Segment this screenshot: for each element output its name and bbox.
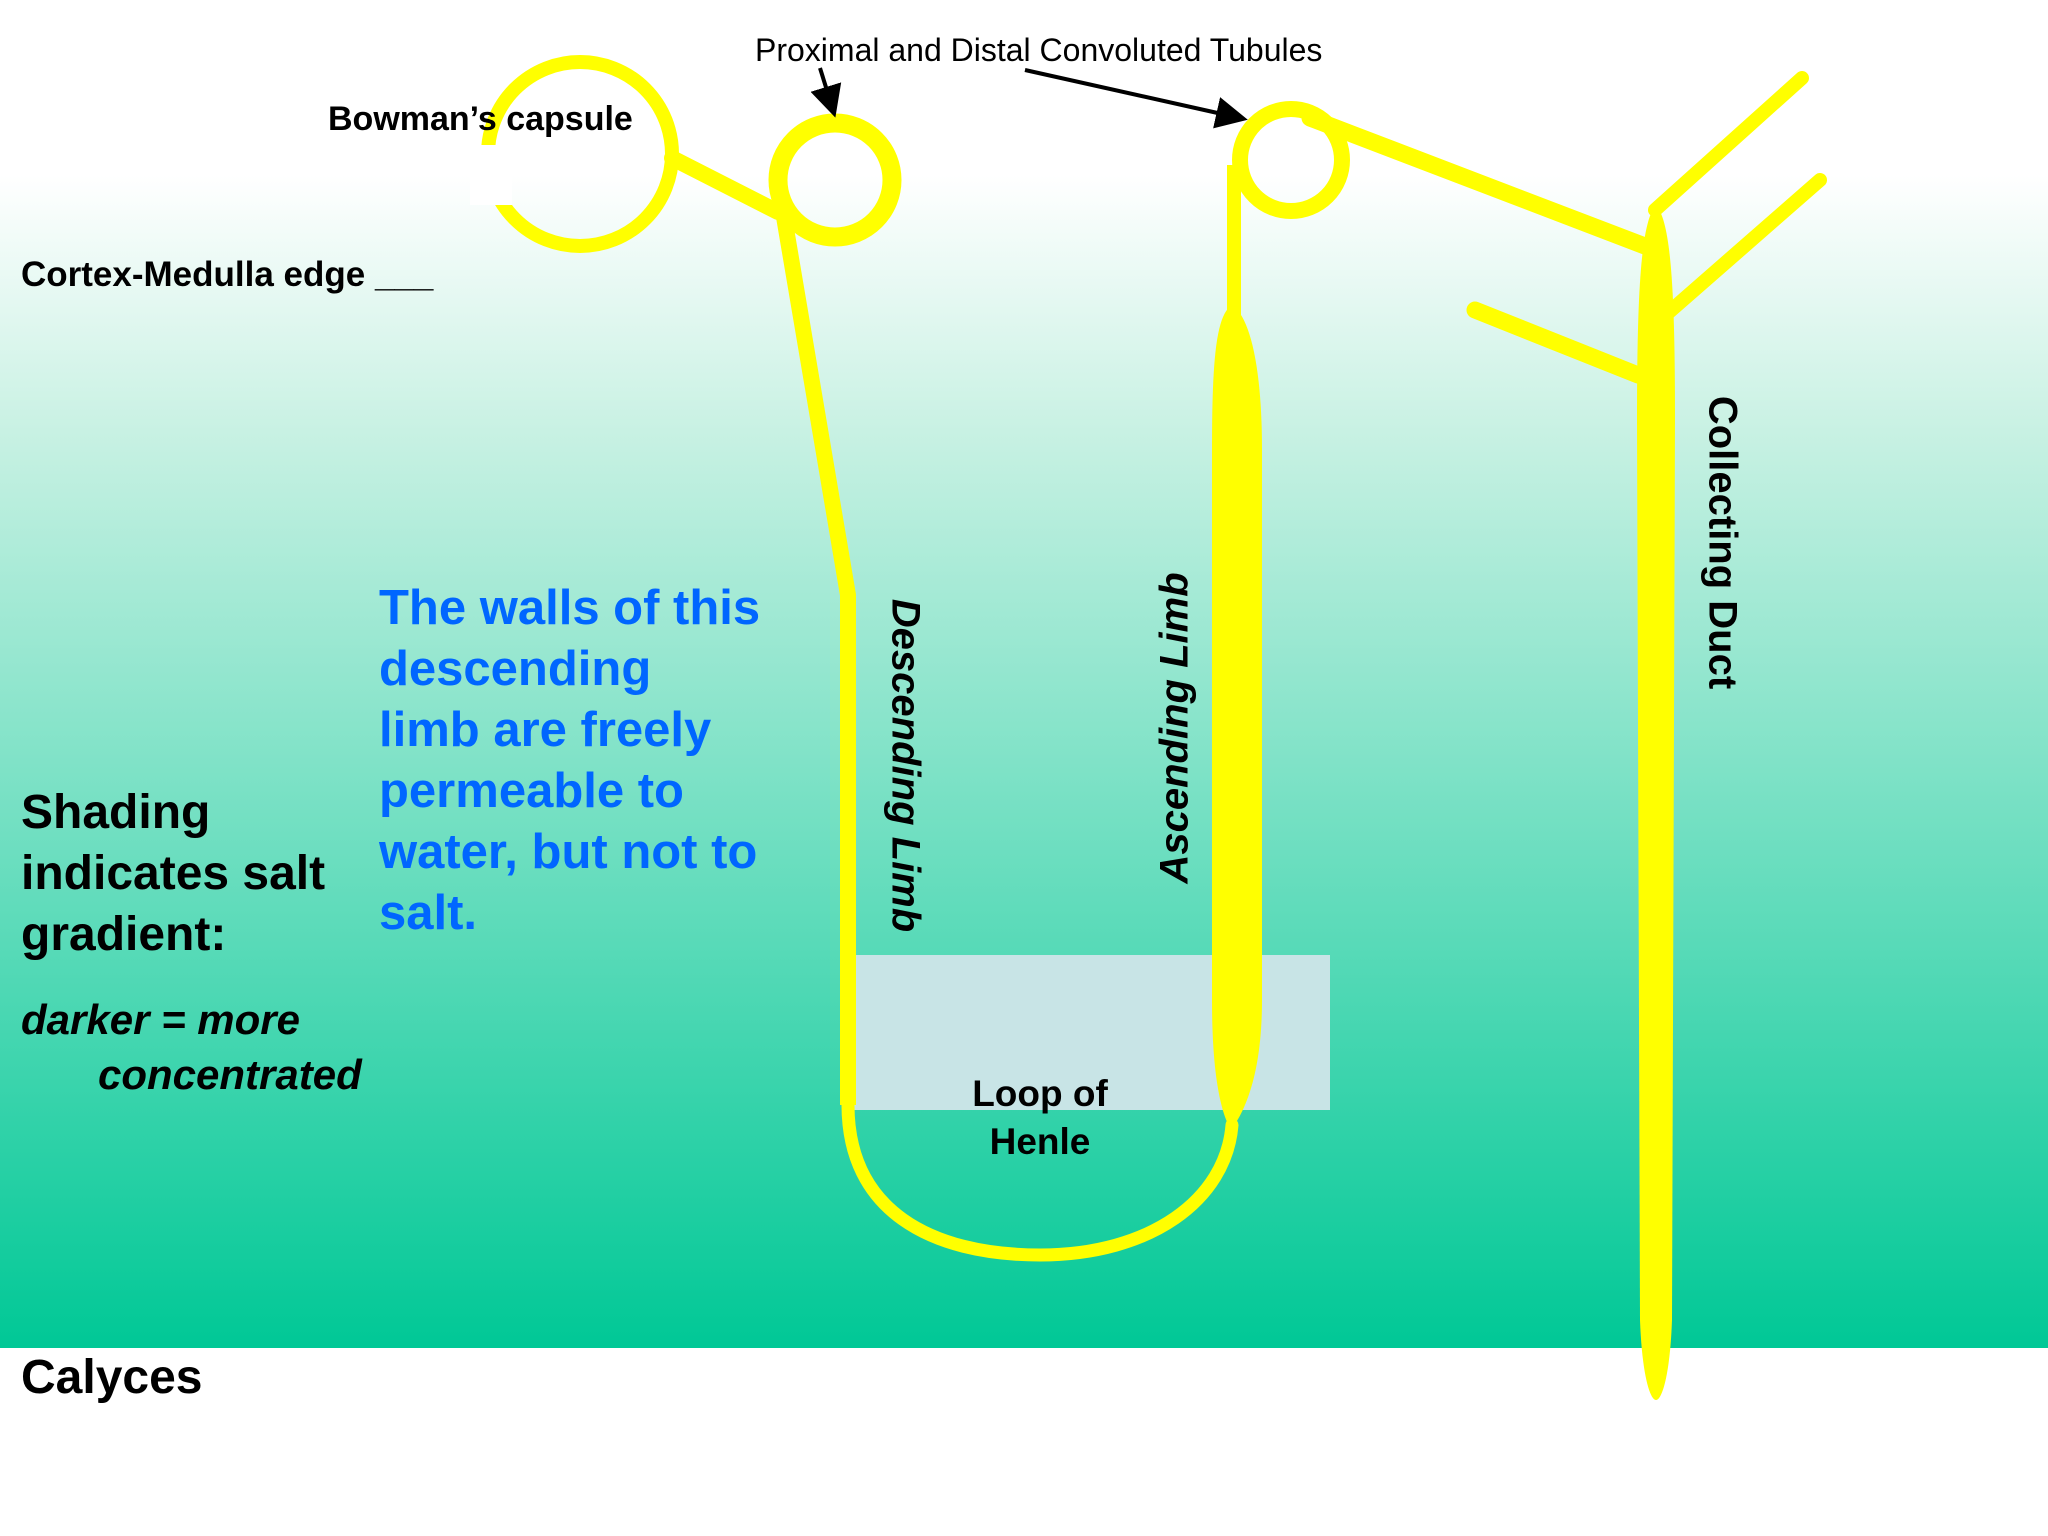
collecting-duct-label: Collecting Duct	[1700, 395, 1745, 690]
loop-of-henle-line: Loop of	[972, 1073, 1108, 1114]
legend-title-line: Shading	[21, 786, 211, 839]
bowmans-capsule-label: Bowman’s capsule	[328, 100, 633, 138]
capsule-gap	[470, 145, 512, 205]
distal-connector	[1301, 109, 1659, 257]
legend-title-line: gradient:	[21, 908, 227, 961]
loop-of-henle-curve	[841, 1098, 1239, 1262]
note-line: water, but not to	[379, 825, 758, 879]
loop-of-henle-label: Loop of Henle	[940, 1070, 1140, 1166]
proximal-tubule-loop	[768, 113, 902, 247]
arrow-icon	[1024, 68, 1248, 129]
duct-branch-left	[1466, 301, 1647, 384]
capsule-connector	[664, 150, 786, 220]
note-line: limb are freely	[379, 703, 712, 757]
loop-of-henle-line: Henle	[989, 1121, 1091, 1163]
note-line: salt.	[379, 886, 478, 940]
legend-title-line: indicates salt	[21, 847, 326, 900]
descending-limb-tube	[774, 203, 856, 1105]
duct-branch-right	[1653, 173, 1827, 327]
legend-detail: darker = more concentrated	[21, 992, 362, 1102]
cortex-medulla-edge-label: Cortex-Medulla edge ___	[21, 255, 434, 294]
calyces-label: Calyces	[21, 1351, 203, 1404]
salt-gradient-background	[0, 0, 2048, 1348]
note-line: descending	[379, 642, 652, 696]
note-line: permeable to	[379, 764, 684, 818]
note-line: The walls of this	[379, 581, 761, 635]
duct-branch-upper	[1648, 71, 1809, 217]
descending-limb-label: Descending Limb	[883, 598, 928, 933]
legend-detail-line: concentrated	[98, 1051, 362, 1098]
permeability-note: The walls of this descending limb are fr…	[379, 578, 760, 944]
ascending-limb-tube	[1212, 305, 1262, 1130]
tubules-label: Proximal and Distal Convoluted Tubules	[755, 32, 1323, 68]
distal-tubule-loop	[1232, 101, 1350, 219]
arrow-icon	[810, 67, 842, 118]
ascending-limb-label: Ascending Limb	[1152, 572, 1197, 884]
shading-legend: Shading indicates salt gradient:	[21, 782, 325, 965]
collecting-duct-tube	[1637, 205, 1675, 1400]
legend-detail-line: darker = more	[21, 996, 300, 1043]
